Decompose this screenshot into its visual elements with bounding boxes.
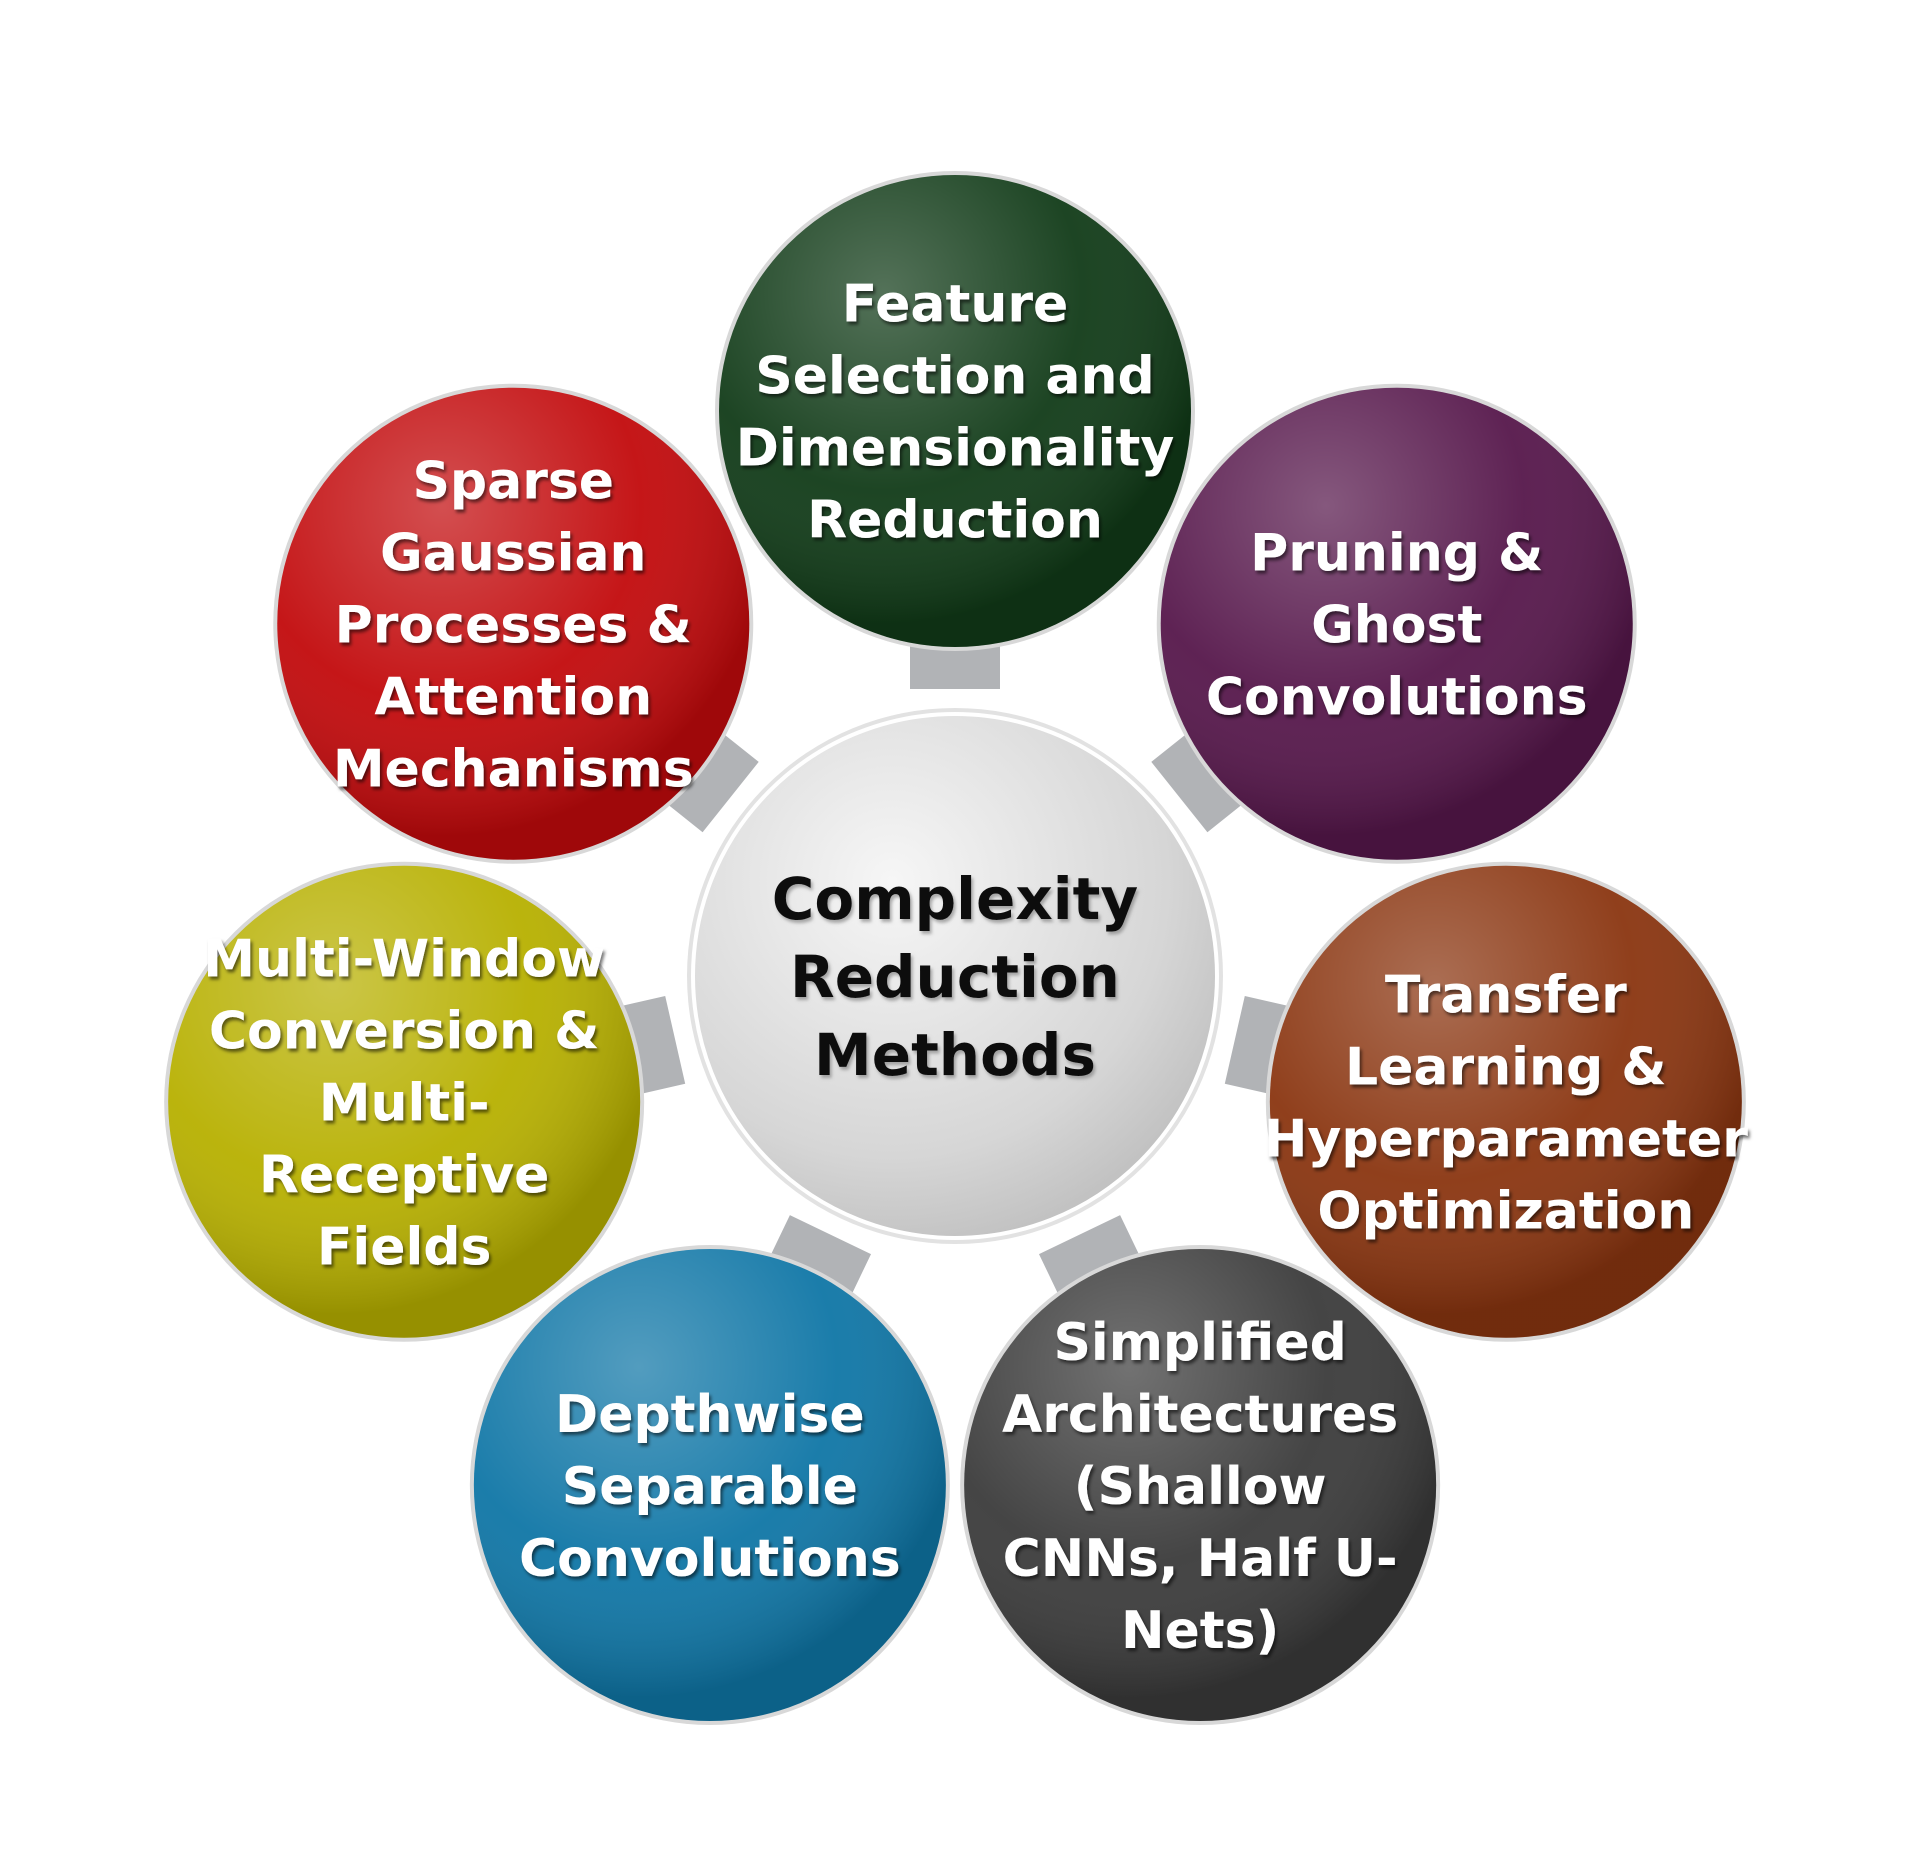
node-sparse-gaussian-label-line-4: Attention	[374, 667, 652, 727]
node-transfer-learning-label-line-1: Transfer	[1385, 965, 1627, 1025]
node-feature-selection-label-line-2: Selection and	[755, 347, 1155, 407]
node-transfer-learning-label-line-2: Learning &	[1345, 1037, 1667, 1097]
node-simplified-architectures-label-line-5: Nets)	[1121, 1601, 1279, 1661]
center-title-line-3: Methods	[814, 1021, 1096, 1089]
node-transfer-learning-label-line-4: Optimization	[1317, 1181, 1694, 1241]
node-pruning-ghost-shine	[1160, 387, 1633, 860]
node-feature-selection-shine	[719, 175, 1191, 647]
node-depthwise-separable-shine	[473, 1249, 946, 1722]
node-transfer-learning-label-line-3: Hyperparameter	[1264, 1109, 1748, 1169]
node-multi-window-label-line-4: Receptive	[259, 1145, 549, 1205]
node-feature-selection-label-line-3: Dimensionality	[736, 419, 1174, 479]
node-multi-window-shine	[168, 865, 641, 1338]
node-simplified-architectures-shine	[964, 1249, 1437, 1722]
node-multi-window-label-line-2: Conversion &	[209, 1001, 600, 1061]
node-sparse-gaussian-label-line-3: Processes &	[335, 595, 692, 655]
node-pruning-ghost-label-line-3: Convolutions	[1206, 667, 1588, 727]
node-sparse-gaussian-label-line-2: Gaussian	[380, 523, 647, 583]
node-multi-window-label-line-5: Fields	[317, 1217, 492, 1277]
node-transfer-learning-shine	[1269, 865, 1742, 1338]
node-sparse-gaussian-label-line-1: Sparse	[412, 451, 614, 511]
node-simplified-architectures-label-line-4: CNNs, Half U-	[1003, 1529, 1398, 1589]
node-simplified-architectures-label-line-2: Architectures	[1002, 1385, 1398, 1445]
node-feature-selection-label-line-4: Reduction	[807, 491, 1103, 551]
node-depthwise-separable-label-line-2: Separable	[562, 1457, 858, 1517]
node-sparse-gaussian-label-line-5: Mechanisms	[333, 739, 694, 799]
node-multi-window-label-line-1: Multi-Window	[203, 929, 605, 989]
node-depthwise-separable-label-line-3: Convolutions	[519, 1529, 901, 1589]
node-simplified-architectures-label-line-1: Simplified	[1053, 1313, 1346, 1373]
node-depthwise-separable-label-line-1: Depthwise	[555, 1385, 865, 1445]
node-pruning-ghost-label-line-2: Ghost	[1311, 595, 1482, 655]
node-feature-selection-label-line-1: Feature	[842, 275, 1069, 335]
node-pruning-ghost-label-line-1: Pruning &	[1250, 523, 1543, 583]
node-simplified-architectures-label-line-3: (Shallow	[1074, 1457, 1327, 1517]
node-sparse-gaussian-shine	[277, 387, 750, 860]
center-node-circle	[691, 712, 1219, 1240]
center-title-line-2: Reduction	[790, 943, 1120, 1011]
node-multi-window-label-line-3: Multi-	[319, 1073, 490, 1133]
center-title-line-1: Complexity	[772, 865, 1138, 933]
